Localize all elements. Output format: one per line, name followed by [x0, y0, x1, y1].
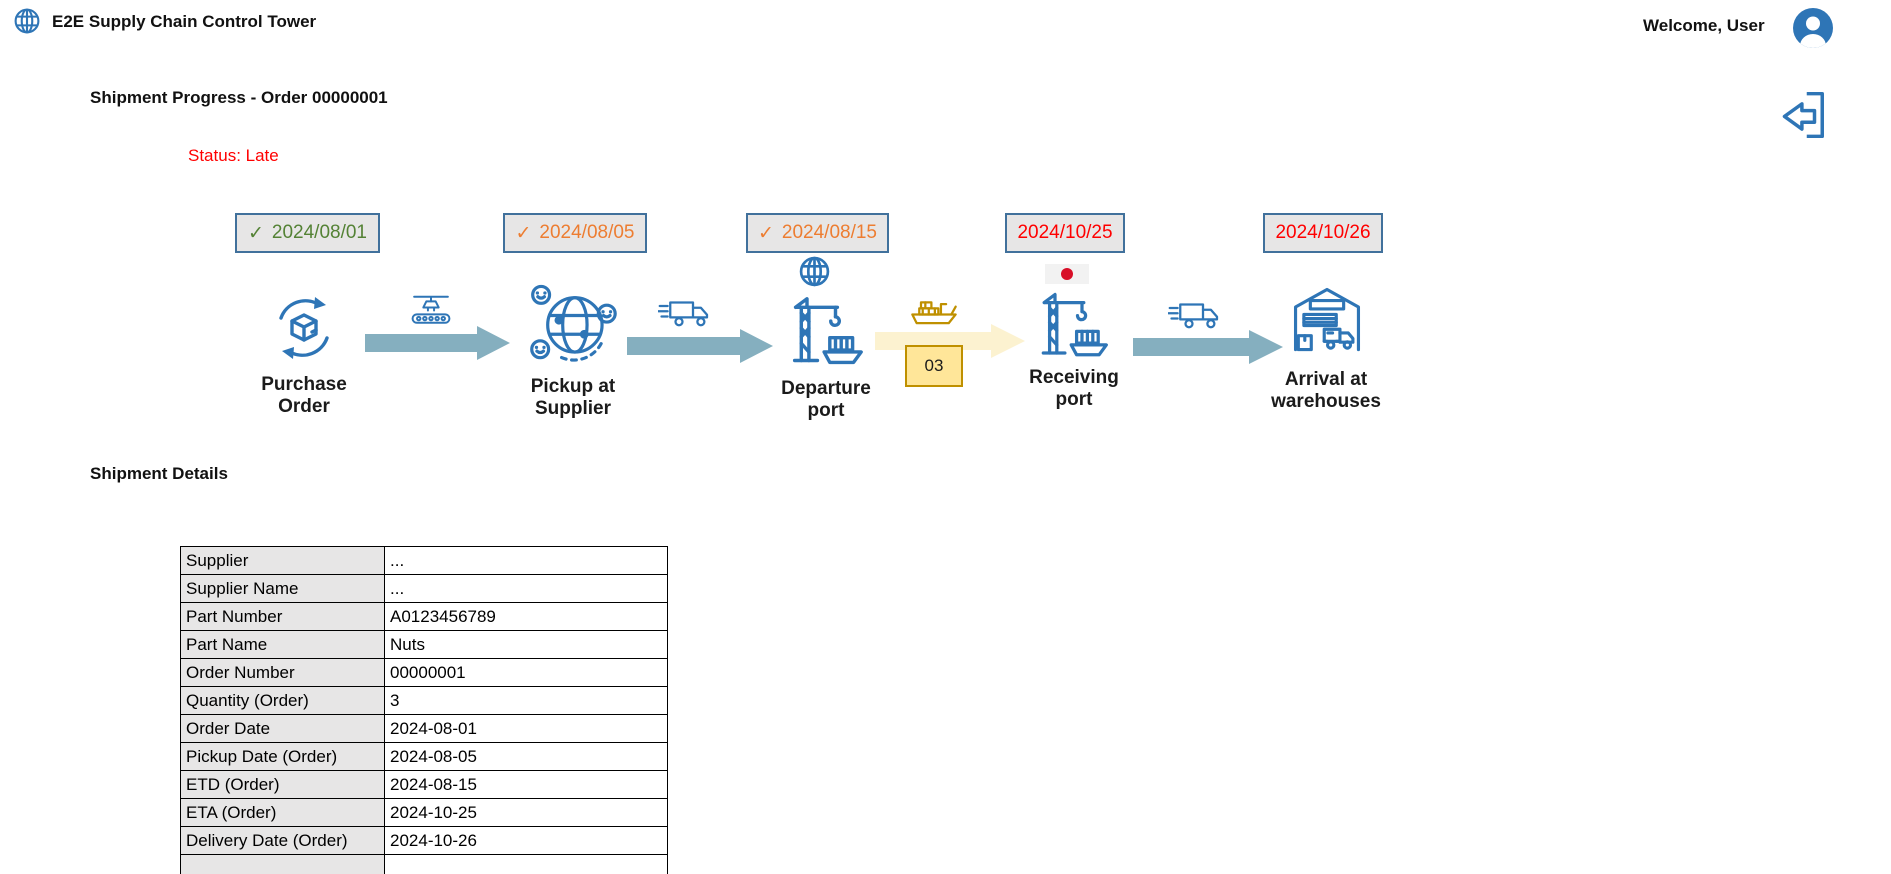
milestone-label-arrival-warehouses: Arrival at warehouses — [1271, 369, 1381, 412]
details-table: Supplier... Supplier Name... Part Number… — [180, 546, 668, 874]
row-label-cell: Supplier — [180, 546, 385, 575]
check-icon: ✓ — [247, 222, 264, 244]
row-label-cell: Part Name — [180, 630, 385, 659]
milestone-label-purchase-order: Purchase Order — [261, 374, 347, 417]
milestone-label-departure-port: Departure port — [781, 378, 871, 421]
row-label-cell: ETA (Order) — [180, 798, 385, 827]
table-row: Supplier Name... — [180, 574, 668, 603]
truck-icon — [658, 298, 714, 328]
row-value-cell: Nuts — [384, 630, 668, 659]
table-row: Pickup Date (Order)2024-08-05 — [180, 742, 668, 771]
row-value-cell: ... — [384, 574, 668, 603]
row-label-cell: Pickup Date (Order) — [180, 742, 385, 771]
status-text: Status: Late — [188, 146, 279, 165]
receiving-port-icon — [1035, 290, 1111, 362]
milestone-date: 2024/10/26 — [1275, 222, 1371, 243]
row-value-cell: A0123456789 — [384, 602, 668, 631]
factory-conveyor-icon — [408, 291, 454, 327]
row-label-cell: Delivery Date (Order) — [180, 826, 385, 855]
departure-globe-icon — [798, 255, 831, 288]
row-value-cell: 2024-08-15 — [384, 770, 668, 799]
details-heading: Shipment Details — [90, 464, 228, 483]
table-row: Supplier... — [180, 546, 668, 575]
date-badge-purchase-order: ✓ 2024/08/01 — [235, 213, 380, 253]
transit-arrow — [365, 326, 510, 365]
row-value-cell: 2024-10-25 — [384, 798, 668, 827]
row-label-cell: Order Date — [180, 714, 385, 743]
flag-red-dot — [1061, 268, 1073, 280]
row-value-cell: 3 — [384, 686, 668, 715]
purchase-order-icon — [266, 292, 342, 364]
row-label-cell: Supplier Name — [180, 574, 385, 603]
row-value-cell: 00000001 — [384, 658, 668, 687]
pickup-supplier-icon — [528, 281, 618, 365]
row-label-cell: ETD (Order) — [180, 770, 385, 799]
user-avatar-icon[interactable] — [1793, 8, 1833, 53]
japan-flag-icon — [1045, 264, 1089, 284]
departure-port-icon — [788, 294, 864, 370]
date-badge-arrival-warehouse: 2024/10/26 — [1263, 213, 1383, 253]
truck-icon — [1168, 300, 1224, 330]
logout-icon[interactable] — [1768, 84, 1830, 151]
row-label-cell — [180, 854, 385, 874]
app-title: E2E Supply Chain Control Tower — [52, 12, 317, 31]
milestone-date: 2024/08/05 — [539, 222, 635, 243]
row-label-cell: Part Number — [180, 602, 385, 631]
arrival-warehouse-icon — [1290, 283, 1364, 357]
table-row: ETD (Order)2024-08-15 — [180, 770, 668, 799]
row-value-cell — [384, 854, 668, 874]
row-label-cell: Order Number — [180, 658, 385, 687]
milestone-label-receiving-port: Receiving port — [1029, 367, 1119, 410]
vessel-icon — [908, 295, 960, 327]
check-icon: ✓ — [757, 222, 774, 244]
welcome-text: Welcome, User — [1643, 16, 1765, 35]
row-label-cell: Quantity (Order) — [180, 686, 385, 715]
transit-arrow — [627, 329, 773, 368]
row-value-cell: ... — [384, 546, 668, 575]
table-row: ETA (Order)2024-10-25 — [180, 798, 668, 827]
table-row: Delivery Date (Order)2024-10-26 — [180, 826, 668, 855]
row-value-cell: 2024-08-05 — [384, 742, 668, 771]
date-badge-departure-port: ✓ 2024/08/15 — [746, 213, 889, 253]
milestone-date: 2024/10/25 — [1017, 222, 1113, 243]
transit-arrow — [1133, 330, 1283, 369]
table-row-partial — [180, 854, 668, 874]
row-value-cell: 2024-10-26 — [384, 826, 668, 855]
date-badge-receiving-port: 2024/10/25 — [1005, 213, 1125, 253]
table-row: Quantity (Order)3 — [180, 686, 668, 715]
page-title: Shipment Progress - Order 00000001 — [90, 88, 388, 107]
check-icon: ✓ — [515, 222, 532, 244]
vessel-count-badge: 03 — [905, 345, 963, 387]
date-badge-pickup: ✓ 2024/08/05 — [503, 213, 647, 253]
row-value-cell: 2024-08-01 — [384, 714, 668, 743]
milestone-date: 2024/08/15 — [781, 222, 877, 243]
app-logo-globe-icon — [13, 7, 41, 40]
milestone-date: 2024/08/01 — [271, 222, 367, 243]
milestone-label-pickup: Pickup at Supplier — [530, 376, 616, 419]
